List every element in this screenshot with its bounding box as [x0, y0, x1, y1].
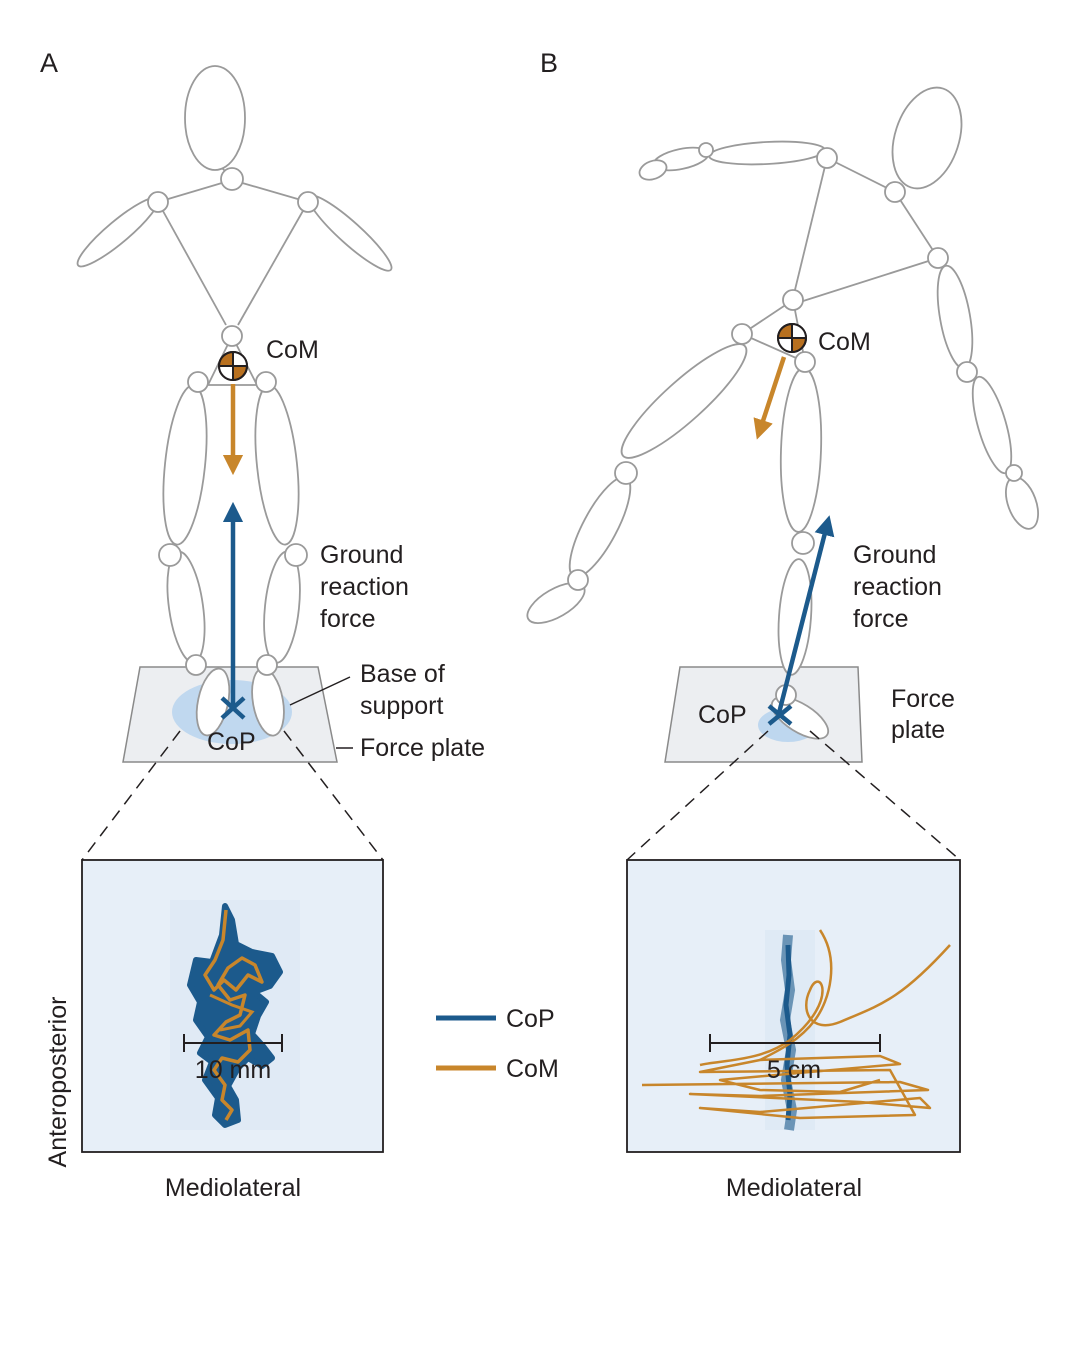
bos-label-line2: support	[360, 692, 443, 720]
grf-label-b-line2: reaction	[853, 573, 942, 601]
panel-b-label: B	[540, 48, 558, 78]
force-plate-label-a: Force plate	[360, 734, 485, 762]
trace-b	[641, 929, 951, 1131]
head-a	[184, 65, 246, 171]
force-plate-b	[664, 666, 863, 763]
axis-anteroposterior: Anteroposterior	[44, 997, 72, 1168]
com-marker-a	[218, 351, 248, 381]
trace-a	[170, 900, 300, 1130]
bos-label-line1: Base of	[360, 660, 445, 688]
axis-mediolateral-b: Mediolateral	[726, 1174, 862, 1202]
grf-label-a-line1: Ground	[320, 541, 403, 569]
grf-label-a-line3: force	[320, 605, 376, 633]
cop-cross-a	[220, 696, 246, 720]
com-marker-b	[777, 323, 807, 353]
legend: CoP CoM	[436, 1005, 559, 1083]
mannequin-b	[526, 86, 1039, 763]
legend-label-cop: CoP	[506, 1005, 555, 1033]
panel-a-label: A	[40, 48, 58, 78]
head-b	[891, 86, 963, 190]
scale-bar-b-label: 5 cm	[767, 1056, 821, 1084]
com-label-a: CoM	[266, 336, 319, 364]
mannequin-a	[76, 65, 393, 763]
com-arrow-b	[753, 356, 787, 440]
scale-bar-a	[183, 1034, 283, 1052]
cop-cross-b	[767, 704, 793, 726]
force-plate-label-b-line2: plate	[891, 716, 945, 744]
grf-label-b-line3: force	[853, 605, 909, 633]
grf-label-b-line1: Ground	[853, 541, 936, 569]
legend-label-com: CoM	[506, 1055, 559, 1083]
cop-label-a: CoP	[207, 728, 256, 756]
grf-label-a-line2: reaction	[320, 573, 409, 601]
scale-bar-a-label: 10 mm	[195, 1056, 271, 1084]
axis-mediolateral-a: Mediolateral	[165, 1174, 301, 1202]
grf-arrow-b	[776, 515, 835, 714]
force-plate-label-b-line1: Force	[891, 685, 955, 713]
cop-label-b: CoP	[698, 701, 747, 729]
com-label-b: CoM	[818, 328, 871, 356]
scale-bar-b	[709, 1034, 881, 1052]
